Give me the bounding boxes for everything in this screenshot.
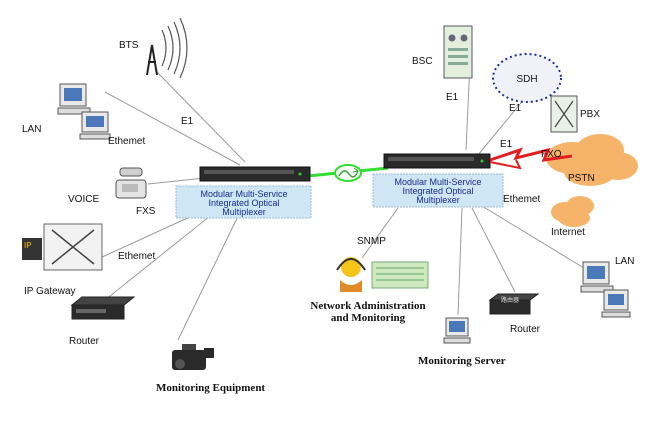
ip-gateway-icon: IP [22,223,103,271]
line-voice-mux [147,177,206,185]
network-admin-label-1: Network Administration [310,300,425,312]
line-sdh-mux [477,97,526,156]
pbx-icon [550,95,578,133]
video-camera-icon [172,344,214,370]
left-lan-ethernet-label: Ethemet [108,136,145,147]
monitoring-server-icon [443,317,471,344]
fxo-label: FXO [541,149,562,160]
sdh-e1-label: E1 [509,103,522,114]
operator-icon [336,257,429,292]
right-mux-label-2: Integrated Optical [402,186,473,196]
red-e1-link [489,147,573,170]
bsc-e1-label: E1 [446,92,459,103]
line-router-right-mux [471,207,516,293]
left-mux-label-2: Integrated Optical [208,198,279,208]
cell-tower-icon [146,17,188,79]
right-multiplexer: Modular Multi-Service Integrated Optical… [372,153,504,208]
internet-label: Internet [551,227,585,238]
monitoring-equipment-label: Monitoring Equipment [156,382,265,394]
network-admin-label-2: and Monitoring [331,312,406,324]
line-bts-mux [154,69,246,163]
red-e1-label: E1 [500,139,513,150]
right-mux-label-1: Modular Multi-Service [394,177,481,187]
left-lan-label: LAN [22,124,41,135]
pbx-label: PBX [580,109,600,120]
left-router-label: Router [69,336,100,347]
pstn-label: PSTN [568,173,595,184]
connection-lines [99,61,585,341]
bsc-label: BSC [412,56,433,67]
router-device-text: 路由器 [501,296,519,304]
right-mux-label-3: Multiplexer [416,195,460,205]
sdh-cloud-icon [492,53,562,103]
line-lan-mux [104,91,241,166]
left-multiplexer: Modular Multi-Service Integrated Optical… [175,166,312,219]
svg-text:IP: IP [24,241,32,250]
left-e1-label: E1 [181,116,194,127]
computer-icon [57,83,111,140]
optical-link-icon [338,167,360,178]
snmp-label: SNMP [357,236,386,247]
voice-label: VOICE [68,194,99,205]
line-snmp-mux [361,207,399,259]
left-mux-label-1: Modular Multi-Service [200,189,287,199]
gateway-ethernet-label: Ethemet [118,251,155,262]
left-mux-label-3: Multiplexer [222,207,266,217]
cloud-icon [546,134,638,186]
router-icon: 路由器 [488,293,540,315]
computer-icon [580,261,631,318]
right-ethernet-label: Ethemet [503,194,540,205]
internet-cloud-icon [551,196,594,227]
line-router-mux [104,211,216,301]
line-server-mux [457,207,463,316]
sdh-label: SDH [516,74,537,85]
line-camera-mux [177,211,241,341]
right-router-label: Router [510,324,541,335]
ip-gateway-label: IP Gateway [24,286,76,297]
monitoring-server-label: Monitoring Server [418,355,506,367]
line-lan-right-mux [481,205,585,269]
right-lan-label: LAN [615,256,634,267]
telephone-icon [115,167,147,199]
bts-label: BTS [119,40,139,51]
server-icon [443,25,473,79]
optical-link [307,164,389,182]
router-icon [70,296,136,320]
fxs-label: FXS [136,206,156,217]
